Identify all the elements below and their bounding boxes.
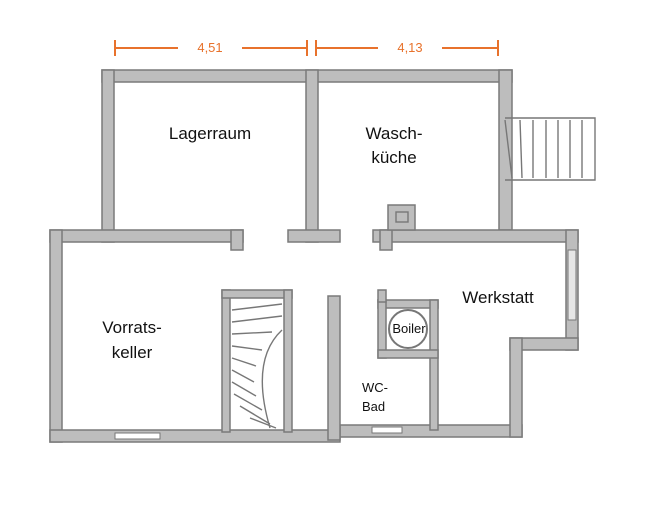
spiral-stairs — [231, 303, 283, 429]
room-label-wc-1: WC- — [362, 380, 388, 395]
room-label-lagerraum: Lagerraum — [169, 124, 251, 143]
dimension-line-right — [315, 40, 499, 56]
room-label-wc-2: Bad — [362, 399, 385, 414]
dimension-line-left — [114, 40, 308, 56]
walls — [49, 69, 579, 443]
boiler — [377, 289, 428, 349]
room-label-vorratskeller-2: keller — [112, 343, 153, 362]
room-label-vorratskeller-1: Vorrats- — [102, 318, 162, 337]
chimney — [387, 204, 416, 231]
window-bottom — [114, 432, 161, 440]
dimension-label-left: 4,51 — [197, 40, 222, 55]
boiler-label: Boiler — [392, 321, 426, 336]
dimension-lines: 4,51 4,13 — [114, 40, 499, 56]
outside-stairs — [504, 117, 596, 181]
room-label-waschkueche-2: küche — [371, 148, 416, 167]
door-wc — [371, 426, 403, 434]
dimension-label-right: 4,13 — [397, 40, 422, 55]
room-label-waschkueche-1: Wasch- — [366, 124, 423, 143]
room-label-werkstatt: Werkstatt — [462, 288, 534, 307]
window-right — [567, 249, 577, 321]
